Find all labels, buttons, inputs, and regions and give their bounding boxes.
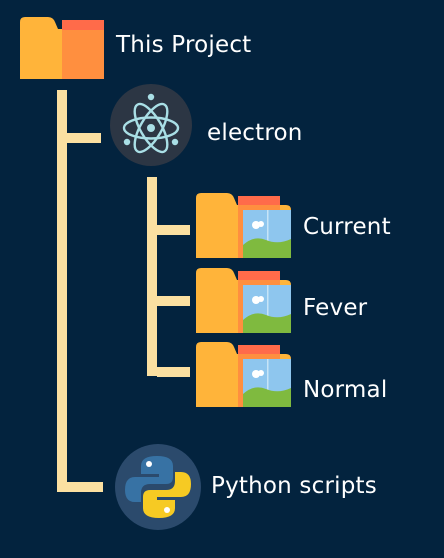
branch-connector-normal — [157, 367, 190, 377]
image-folder-icon — [196, 268, 291, 333]
branch-connector-python — [67, 482, 103, 492]
branch-connector-electron — [67, 133, 101, 143]
branch-connector-current — [157, 225, 190, 235]
normal-label: Normal — [303, 377, 388, 403]
python-scripts-label: Python scripts — [211, 473, 377, 499]
python-logo-icon — [115, 444, 201, 530]
root-label: This Project — [116, 32, 252, 58]
branch-connector-fever — [157, 296, 190, 306]
electron-connector-vertical — [147, 177, 157, 376]
image-folder-icon — [196, 342, 291, 407]
electron-atom-icon — [110, 84, 192, 166]
electron-label: electron — [207, 120, 303, 146]
fever-label: Fever — [303, 295, 368, 321]
folder-icon — [20, 17, 104, 79]
current-label: Current — [303, 214, 391, 240]
image-folder-icon — [196, 193, 291, 258]
trunk-connector-vertical — [57, 90, 67, 492]
